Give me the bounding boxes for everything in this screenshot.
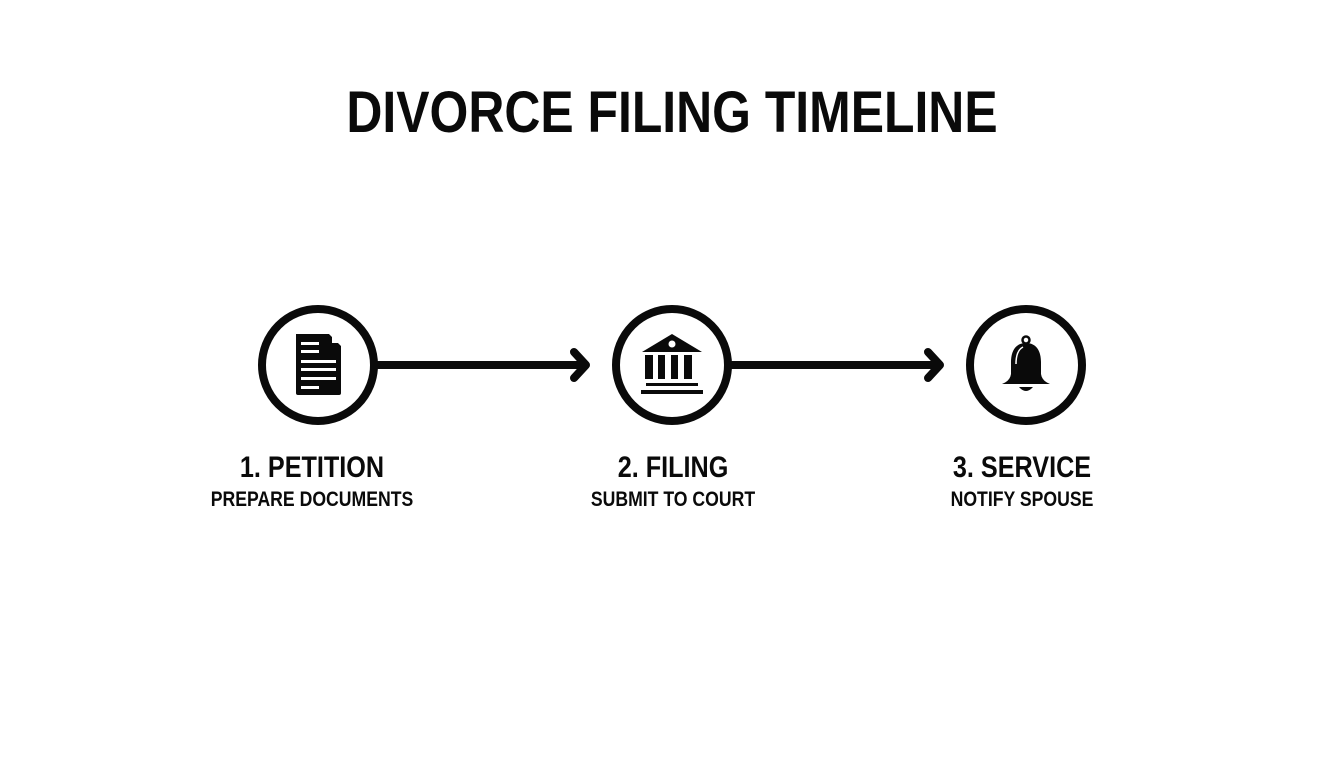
step-3-subtitle: NOTIFY SPOUSE xyxy=(950,488,1094,511)
step-1-title: 1. PETITION xyxy=(239,451,385,484)
step-3-node xyxy=(966,305,1086,425)
courthouse-icon xyxy=(641,334,703,394)
page-title: DIVORCE FILING TIMELINE xyxy=(346,80,998,145)
step-2-subtitle: SUBMIT TO COURT xyxy=(590,488,756,511)
bell-icon xyxy=(1002,335,1050,391)
step-3-title: 3. SERVICE xyxy=(952,451,1092,484)
step-2-title: 2. FILING xyxy=(617,451,729,484)
document-icon xyxy=(296,332,343,395)
step-3-label: 3. SERVICE NOTIFY SPOUSE xyxy=(896,451,1148,513)
arrow-connector-2-3 xyxy=(728,348,944,382)
step-1-node xyxy=(258,305,378,425)
step-2-node xyxy=(612,305,732,425)
step-2-label: 2. FILING SUBMIT TO COURT xyxy=(547,451,799,513)
step-1-label: 1. PETITION PREPARE DOCUMENTS xyxy=(186,451,438,513)
arrow-connector-1-2 xyxy=(374,348,590,382)
step-1-subtitle: PREPARE DOCUMENTS xyxy=(210,488,414,511)
